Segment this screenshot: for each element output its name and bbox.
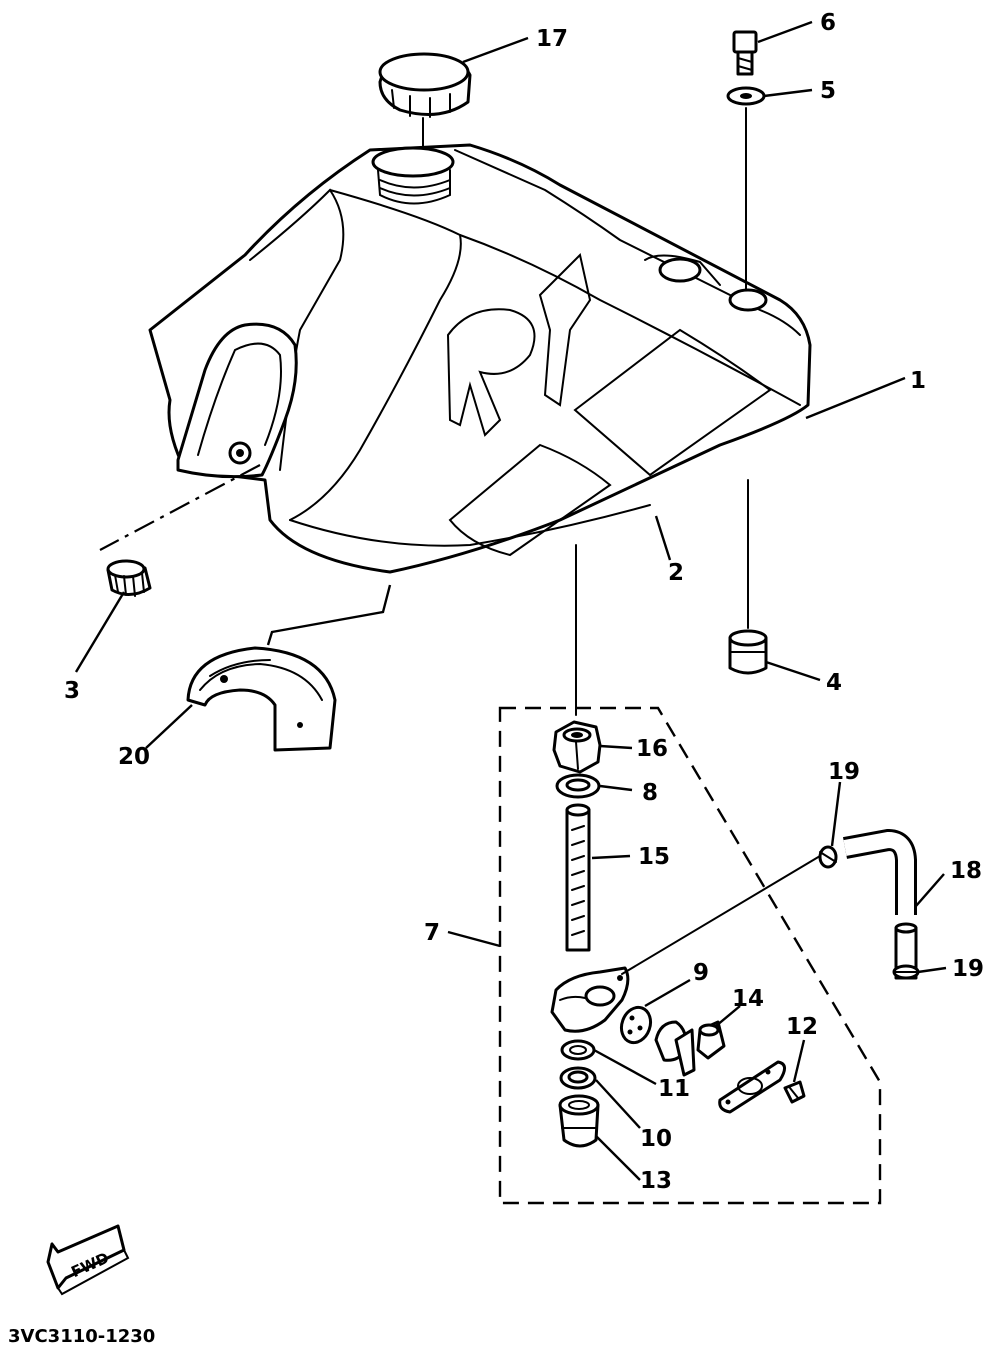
filter-part-11 [560, 1039, 596, 1061]
oring-part-14 [696, 1020, 726, 1060]
callout-15: 15 [638, 844, 670, 870]
cover-plate [718, 1060, 786, 1114]
callout-5: 5 [820, 78, 836, 104]
callout-18: 18 [950, 858, 982, 884]
strainer-pipe-part-15 [565, 803, 591, 952]
clip-part-19-upper [818, 845, 838, 869]
callout-3: 3 [64, 678, 80, 704]
callout-6: 6 [820, 10, 836, 36]
callout-2: 2 [668, 560, 684, 586]
fuel-cock-body [550, 855, 821, 1033]
washer-part-8 [555, 773, 601, 799]
callout-16: 16 [636, 736, 668, 762]
callout-8: 8 [642, 780, 658, 806]
lever-valve [654, 1020, 696, 1077]
callout-9: 9 [693, 960, 709, 986]
callout-13: 13 [640, 1168, 672, 1194]
callout-20: 20 [118, 744, 150, 770]
gasket-part-9 [619, 1005, 653, 1045]
hose-part-18 [842, 828, 918, 980]
callout-1: 1 [910, 368, 926, 394]
filler-cap [378, 52, 472, 149]
screw-part-12 [783, 1080, 806, 1104]
leader-lines [74, 20, 947, 1181]
fuel-cock-assembly-boundary [498, 706, 882, 1205]
callout-12: 12 [786, 1014, 818, 1040]
callout-10: 10 [640, 1126, 672, 1152]
callout-11: 11 [658, 1076, 690, 1102]
callout-17: 17 [536, 26, 568, 52]
clip-part-19-lower [892, 964, 920, 980]
damper-part-3 [99, 464, 261, 597]
fuel-tank [148, 143, 812, 574]
callout-labels: 1 2 3 4 5 6 7 8 9 10 11 12 13 14 15 16 1… [64, 10, 984, 1194]
damper-part-4 [728, 479, 768, 675]
callout-14: 14 [732, 986, 764, 1012]
callout-7: 7 [424, 920, 440, 946]
band-part-20 [186, 584, 392, 752]
nut-part-16 [552, 720, 602, 774]
bolt-part-6 [732, 30, 758, 76]
drawing-code: 3VC3110-1230 [8, 1326, 155, 1347]
forward-direction-arrow: FWD [46, 1224, 130, 1296]
cup-part-13 [558, 1094, 600, 1148]
oring-part-10 [559, 1066, 597, 1090]
washer-part-5 [726, 86, 766, 291]
callout-19-upper: 19 [828, 759, 860, 785]
callout-19-lower: 19 [952, 956, 984, 982]
callout-4: 4 [826, 670, 842, 696]
